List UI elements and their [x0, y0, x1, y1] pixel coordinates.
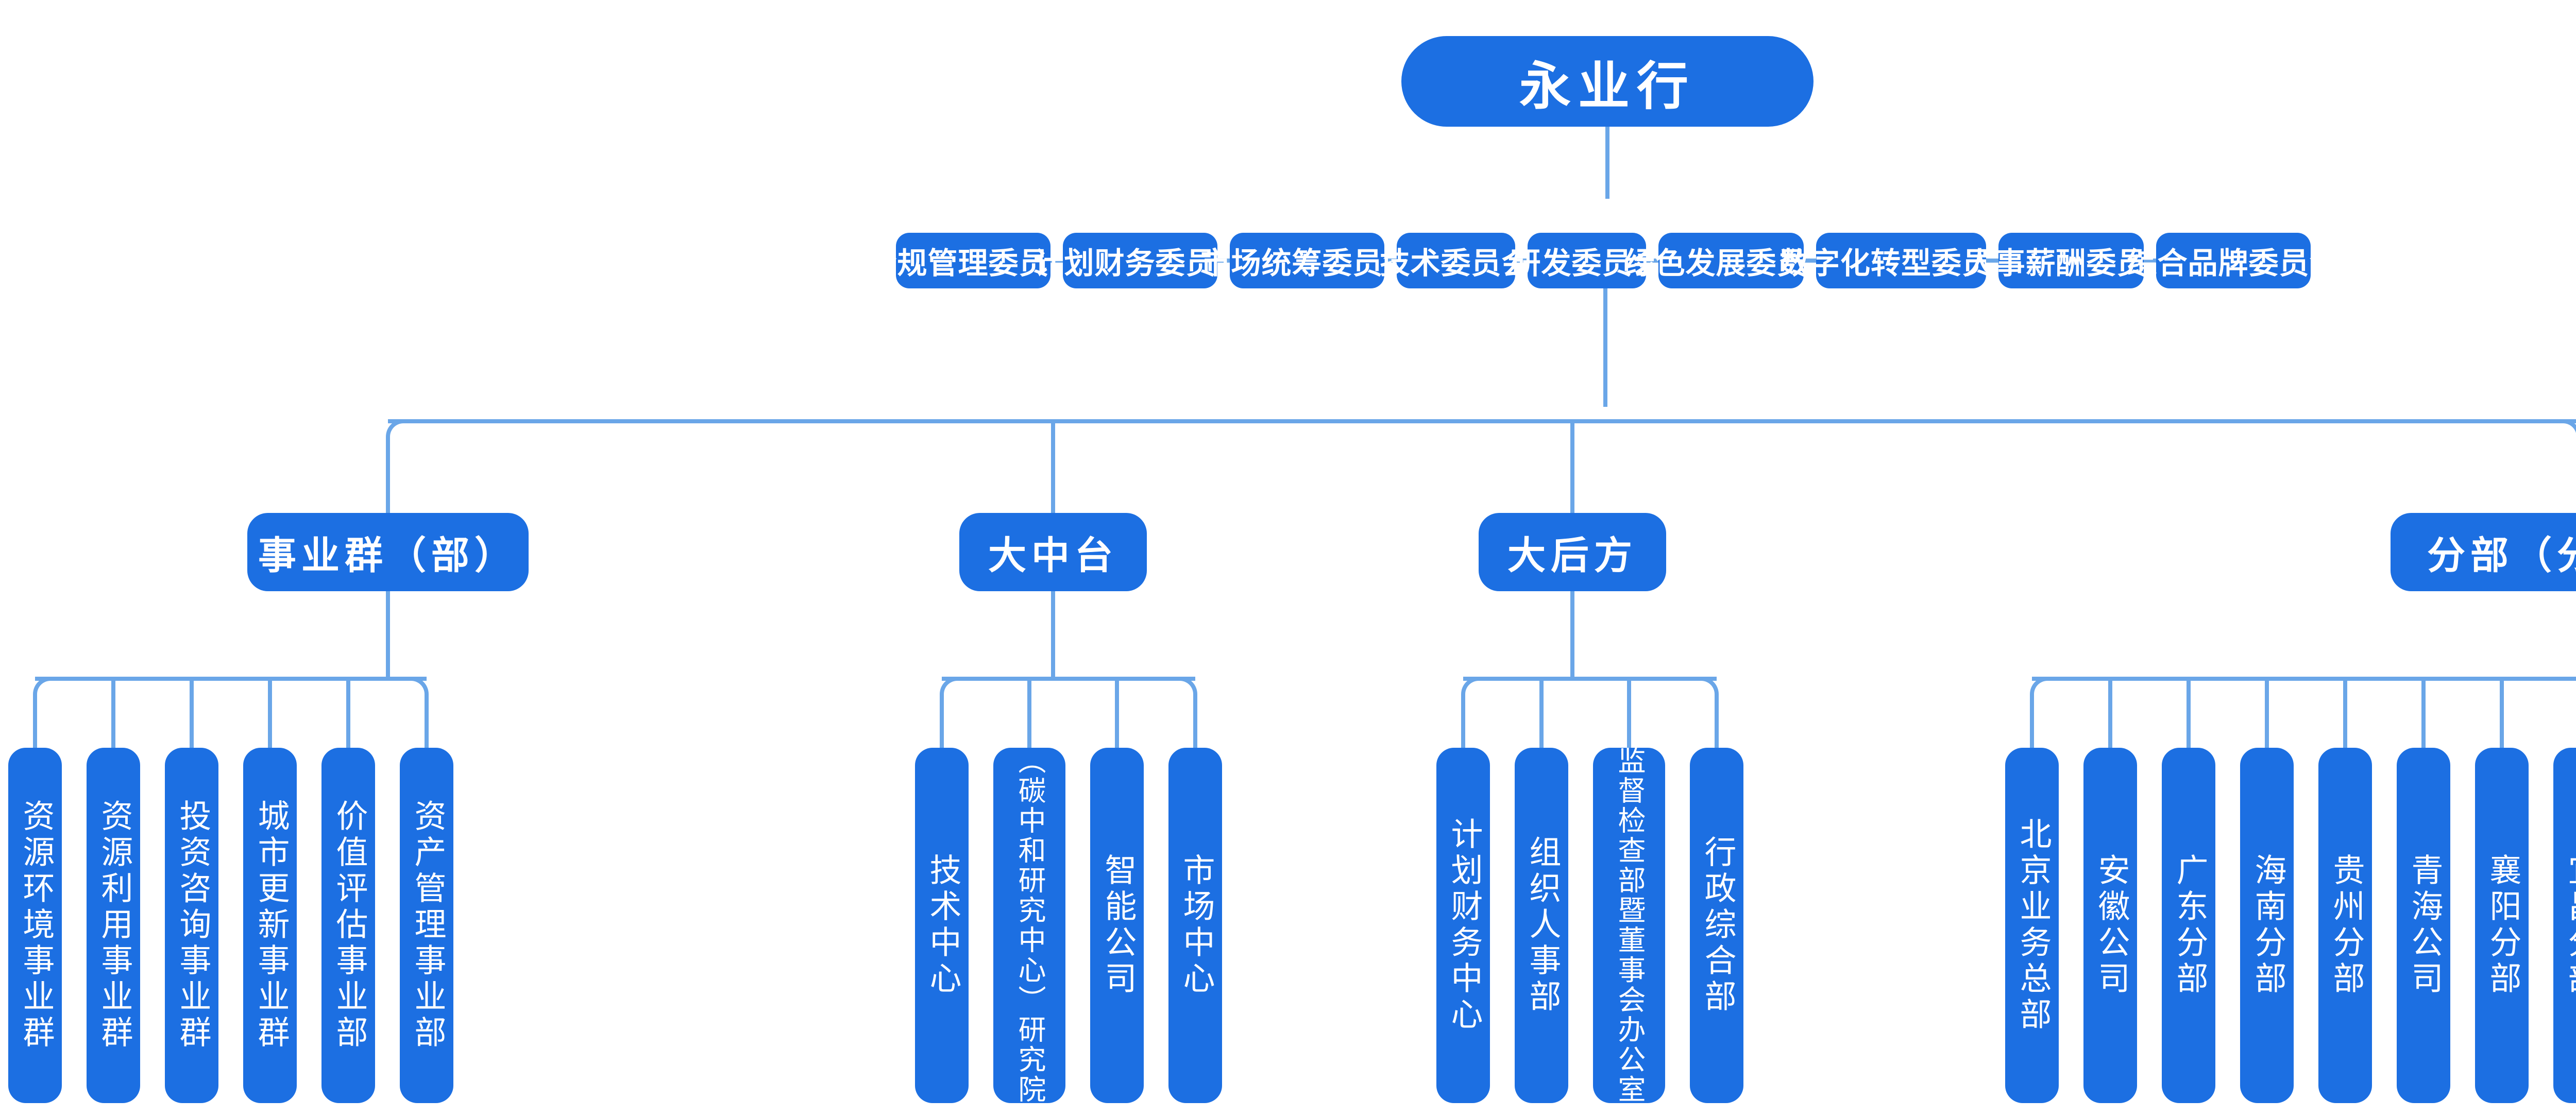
connector-leaf-drop-3-6 — [2500, 679, 2504, 748]
connector-committee-link-6 — [1986, 259, 1998, 263]
connector-leaf-drop-2-1 — [1539, 679, 1544, 748]
leaf-node-2-1[interactable]: 组织人事部 — [1515, 748, 1568, 1103]
connector-committee-link-0 — [1050, 259, 1063, 263]
leaf-node-2-3[interactable]: 行政综合部 — [1690, 748, 1743, 1103]
connector-leafbus-1 — [942, 677, 1195, 681]
connector-leaf-drop-3-4 — [2343, 679, 2347, 748]
connector-trunk-lower — [1603, 288, 1607, 407]
connector-leaf-drop-0-4 — [346, 679, 350, 748]
connector-leafbus-0-left-elbow — [33, 677, 50, 694]
connector-committee-link-7 — [2144, 259, 2156, 263]
leaf-node-0-2[interactable]: 投资咨询事业群 — [165, 748, 218, 1103]
connector-group-bus-left-elbow — [386, 419, 403, 437]
connector-leaf-drop-0-5 — [425, 694, 429, 748]
connector-leaf-drop-1-3 — [1193, 694, 1197, 748]
connector-leaf-drop-3-5 — [2421, 679, 2426, 748]
committee-item-5[interactable]: 绿色发展委员会 — [1625, 233, 1837, 288]
connector-group-to-leafbus-2 — [1570, 591, 1574, 679]
connector-group-drop-1 — [1051, 421, 1055, 513]
connector-leafbus-1-left-elbow — [940, 677, 957, 694]
connector-leaf-drop-1-1 — [1027, 679, 1031, 748]
connector-group-to-leafbus-1 — [1051, 591, 1055, 679]
group-node-0[interactable]: 事业群（部） — [247, 513, 529, 591]
committee-item-2[interactable]: 市场统筹委员会 — [1201, 233, 1413, 288]
leaf-node-1-2[interactable]: 智能公司 — [1090, 748, 1144, 1103]
leaf-node-2-2-text: 监督检查部暨董事会办公室 — [1593, 746, 1665, 1105]
leaf-node-0-1[interactable]: 资源利用事业群 — [87, 748, 140, 1103]
connector-group-bus-right-elbow — [2563, 419, 2576, 437]
committee-item-4[interactable]: 研发委员会 — [1511, 233, 1663, 288]
connector-leaf-drop-3-3 — [2265, 679, 2269, 748]
connector-committee-link-4 — [1646, 259, 1658, 263]
connector-leaf-drop-3-1 — [2108, 679, 2112, 748]
leaf-node-1-0[interactable]: 技术中心 — [915, 748, 969, 1103]
leaf-node-3-0[interactable]: 北京业务总部 — [2005, 748, 2059, 1103]
connector-group-bus — [388, 419, 2576, 423]
connector-committee-link-2 — [1384, 259, 1397, 263]
leaf-node-3-1[interactable]: 安徽公司 — [2083, 748, 2137, 1103]
connector-leaf-drop-2-0 — [1461, 694, 1465, 748]
connector-root-stem — [1605, 127, 1609, 199]
group-node-1[interactable]: 大中台 — [959, 513, 1147, 591]
connector-leaf-drop-2-3 — [1715, 694, 1719, 748]
leaf-node-3-2[interactable]: 广东分部 — [2162, 748, 2215, 1103]
group-node-3[interactable]: 分部（分公司） — [2391, 513, 2576, 591]
connector-leaf-drop-1-2 — [1115, 679, 1119, 748]
connector-leafbus-3 — [2032, 677, 2576, 681]
connector-leaf-drop-0-1 — [111, 679, 115, 748]
leaf-text-col-2: 暨董事会办公室 — [1614, 896, 1645, 1105]
leaf-text-col-1: 监督检查部 — [1614, 746, 1645, 896]
leaf-node-3-6[interactable]: 襄阳分部 — [2475, 748, 2529, 1103]
committee-item-0[interactable]: 合规管理委员会 — [867, 233, 1079, 288]
connector-group-to-leafbus-0 — [386, 591, 390, 679]
connector-leafbus-2 — [1463, 677, 1717, 681]
connector-leaf-drop-1-0 — [940, 694, 944, 748]
group-node-2[interactable]: 大后方 — [1479, 513, 1666, 591]
leaf-node-1-1-text: （碳中和研究中心）研究院 — [993, 746, 1065, 1105]
connector-leafbus-1-right-elbow — [1180, 677, 1197, 694]
connector-committee-link-1 — [1217, 259, 1230, 263]
connector-committee-link-5 — [1804, 259, 1816, 263]
leaf-node-0-5[interactable]: 资产管理事业部 — [400, 748, 453, 1103]
connector-leafbus-0-right-elbow — [411, 677, 429, 694]
leaf-node-0-0[interactable]: 资源环境事业群 — [8, 748, 62, 1103]
leaf-node-3-5[interactable]: 青海公司 — [2397, 748, 2450, 1103]
leaf-node-2-0[interactable]: 计划财务中心 — [1436, 748, 1490, 1103]
leaf-node-3-3[interactable]: 海南分部 — [2240, 748, 2294, 1103]
connector-leaf-drop-0-3 — [268, 679, 272, 748]
connector-group-drop-2 — [1570, 421, 1574, 513]
connector-group-drop-0 — [386, 437, 390, 513]
committee-item-3[interactable]: 技术委员会 — [1380, 233, 1532, 288]
leaf-node-0-4[interactable]: 价值评估事业部 — [321, 748, 375, 1103]
committee-item-8[interactable]: 综合品牌委员会 — [2127, 233, 2340, 288]
connector-leafbus-2-left-elbow — [1461, 677, 1479, 694]
root-node-yongyehang[interactable]: 永业行 — [1401, 36, 1814, 127]
leaf-node-2-2[interactable]: 监督检查部暨董事会办公室 — [1593, 746, 1665, 1105]
connector-leaf-drop-0-0 — [33, 694, 37, 748]
connector-leafbus-3-left-elbow — [2030, 677, 2047, 694]
connector-leafbus-0 — [35, 677, 427, 681]
committee-item-1[interactable]: 计划财务委员会 — [1034, 233, 1246, 288]
connector-leaf-drop-3-0 — [2030, 694, 2034, 748]
leaf-node-1-1[interactable]: （碳中和研究中心）研究院 — [993, 746, 1065, 1105]
connector-leafbus-2-right-elbow — [1701, 677, 1719, 694]
leaf-text-col-1: （碳中和研究中心） — [1014, 746, 1045, 1015]
committee-item-7[interactable]: 人事薪酬委员会 — [1965, 233, 2177, 288]
committee-item-6[interactable]: 数字化转型委员会 — [1780, 233, 2022, 288]
leaf-node-1-3[interactable]: 市场中心 — [1168, 748, 1222, 1103]
leaf-node-3-4[interactable]: 贵州分部 — [2318, 748, 2372, 1103]
connector-leaf-drop-0-2 — [190, 679, 194, 748]
connector-committee-link-3 — [1515, 259, 1528, 263]
connector-leaf-drop-3-2 — [2187, 679, 2191, 748]
leaf-text-col-2: 研究院 — [1014, 1015, 1045, 1105]
connector-leaf-drop-2-2 — [1627, 679, 1631, 748]
leaf-node-3-7[interactable]: 宜昌分部 — [2553, 748, 2576, 1103]
leaf-node-0-3[interactable]: 城市更新事业群 — [243, 748, 297, 1103]
